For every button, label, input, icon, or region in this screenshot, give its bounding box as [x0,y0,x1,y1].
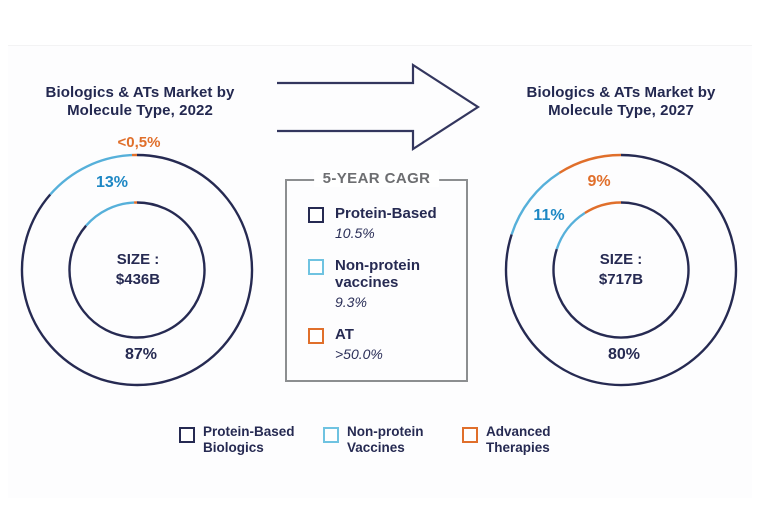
navy-square-icon [308,207,324,223]
left-chart-title-line1: Biologics & ATs Market by [45,84,235,101]
left-at-label: <0,5% [117,134,161,151]
navy-square-icon [179,427,195,443]
cagr-item-label: Protein-Based [335,205,437,222]
cagr-item-value: 9.3% [335,294,367,310]
legend-item-non-protein-vaccines: Non-protein Vaccines [323,424,424,456]
right-at-label: 9% [587,173,611,190]
orange-square-icon [462,427,478,443]
cagr-item-label2: vaccines [335,274,399,291]
left-chart-title-line2: Molecule Type, 2022 [67,102,213,119]
left-chart-title: Biologics & ATs Market by Molecule Type,… [15,84,265,120]
left-protein-label: 87% [124,346,158,363]
right-protein-label: 80% [607,346,641,363]
cagr-item-label: AT [335,326,354,343]
right-size-value: $717B [598,271,644,288]
left-size-caption: SIZE : [116,251,160,268]
legend-label-line2: Therapies [486,440,550,455]
cagr-box: 5-YEAR CAGR Protein-Based 10.5% Non-prot… [285,170,468,382]
legend-item-advanced-therapies: Advanced Therapies [462,424,551,456]
slide-background [8,45,752,498]
legend-label-line2: Vaccines [347,440,405,455]
donut-chart-2022 [20,153,254,387]
legend-label-line1: Protein-Based [203,424,295,439]
right-vaccines-label: 11% [533,207,565,224]
cagr-item-value: >50.0% [335,346,383,362]
legend-label-line2: Biologics [203,440,264,455]
legend-label-line1: Non-protein [347,424,424,439]
right-chart-title-line1: Biologics & ATs Market by [526,84,716,101]
right-arrow-icon [277,62,481,152]
cagr-item-label: Non-protein [335,257,420,274]
right-size-caption: SIZE : [599,251,643,268]
orange-square-icon [308,328,324,344]
right-size-label: SIZE : $717B [561,250,681,290]
left-size-label: SIZE : $436B [78,250,198,290]
cagr-item-protein-based: Protein-Based 10.5% [308,205,437,241]
teal-square-icon [323,427,339,443]
right-chart-title-line2: Molecule Type, 2027 [548,102,694,119]
right-chart-title: Biologics & ATs Market by Molecule Type,… [496,84,746,120]
legend-item-protein-based-biologics: Protein-Based Biologics [179,424,295,456]
cagr-box-title: 5-YEAR CAGR [313,170,440,187]
left-vaccines-label: 13% [95,174,129,191]
legend-label-line1: Advanced [486,424,551,439]
cagr-item-non-protein-vaccines: Non-protein vaccines 9.3% [308,257,420,310]
cagr-item-value: 10.5% [335,225,375,241]
left-size-value: $436B [115,271,161,288]
donut-chart-2027 [504,153,738,387]
teal-square-icon [308,259,324,275]
cagr-item-at: AT >50.0% [308,326,383,362]
